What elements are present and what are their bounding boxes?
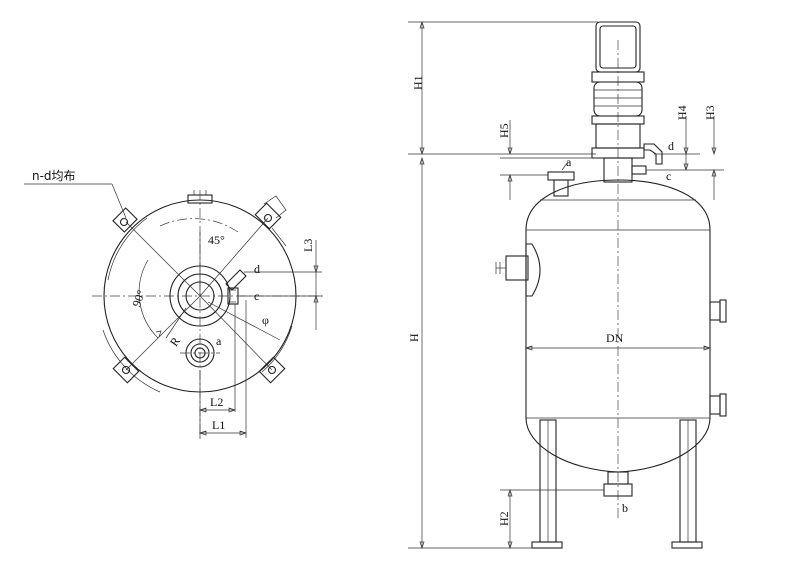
front-nozzle-c	[631, 165, 647, 175]
dim-H3-label: H3	[703, 105, 717, 120]
dim-H1-label: H1	[411, 75, 425, 90]
front-nozzle-b-label: b	[622, 501, 628, 515]
support-radial-line	[125, 295, 201, 371]
top-nozzle-a-label: a	[216, 334, 222, 348]
dim-radius-leader	[165, 307, 187, 339]
angle-90-arrowhead	[155, 330, 162, 338]
support-radial-line	[125, 221, 201, 297]
dim-diameter-leader	[207, 301, 281, 341]
dim-DN-label: DN	[606, 331, 624, 345]
top-view-nozzle-a	[180, 338, 220, 368]
angle-90-label: 90°	[129, 288, 148, 309]
top-view-nozzle-c	[227, 287, 239, 305]
angle-45-arc	[159, 218, 239, 233]
support-lug-top-right	[254, 195, 287, 247]
top-nozzle-d-label: d	[254, 262, 260, 276]
support-legs	[531, 419, 703, 549]
support-lug-top-left	[112, 207, 138, 233]
top-view-nozzle-d	[225, 269, 247, 291]
dim-diameter-label: φ	[262, 313, 269, 327]
angle-45-label: 45°	[208, 233, 225, 247]
right-lower-nozzle	[709, 393, 727, 417]
dim-H-label: H	[407, 333, 421, 342]
dim-L3-label: L3	[301, 239, 315, 252]
dim-H5-label: H5	[497, 123, 511, 138]
left-side-nozzle	[495, 243, 541, 297]
front-nozzle-c-label: c	[666, 169, 671, 183]
top-nozzle-c-label: c	[254, 289, 259, 303]
bolt-circle-arc	[107, 217, 148, 281]
right-upper-nozzle	[709, 299, 727, 323]
dim-H4-label: H4	[675, 105, 689, 120]
support-radial-line	[199, 295, 273, 371]
motor	[591, 21, 645, 183]
bolt-circle-arc	[102, 329, 161, 393]
support-radial-line	[199, 217, 269, 297]
support-lug-bottom-right	[258, 356, 286, 384]
bolt-circle-arc	[261, 325, 293, 373]
bolt-note-label: n-d均布	[32, 169, 76, 183]
front-nozzle-d	[643, 143, 663, 165]
bolt-note-leader	[111, 183, 127, 219]
front-view: H H1 H5 H2 H4 H3 DN a b c d	[407, 20, 727, 550]
dim-L2-label: L2	[210, 395, 223, 409]
top-view: n-d均布 45° 90° a c d R φ L2 L1 L3	[24, 169, 325, 440]
front-nozzle-a	[547, 171, 575, 197]
top-view-shell-nozzle	[187, 194, 213, 204]
front-nozzle-d-label: d	[668, 139, 674, 153]
front-nozzle-a-label: a	[566, 155, 572, 169]
dim-H2-label: H2	[497, 511, 511, 526]
angle-90-arc	[138, 259, 159, 339]
dim-radius-label: R	[167, 334, 183, 349]
dim-L1-label: L1	[212, 418, 225, 432]
support-lug-bottom-left	[112, 356, 140, 384]
